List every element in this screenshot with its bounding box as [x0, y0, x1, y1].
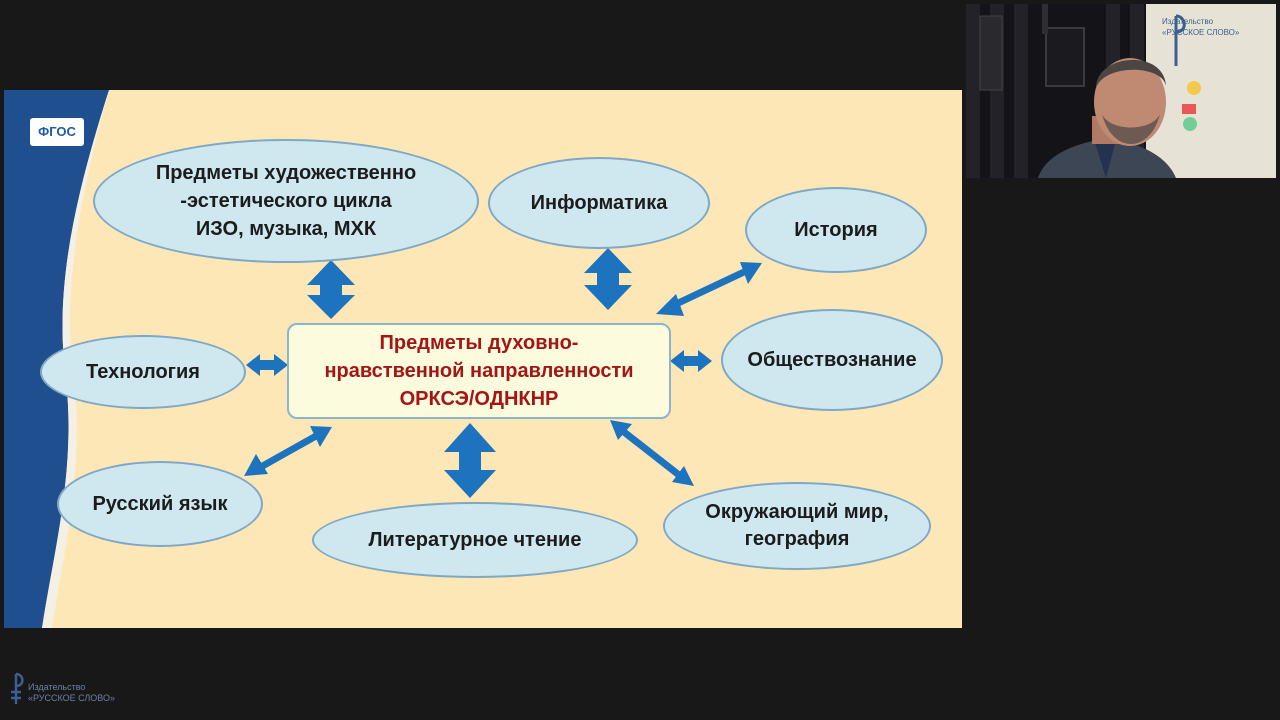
arrow-literature-center [444, 423, 496, 498]
presentation-slide: ФГОС [4, 90, 962, 628]
arrow-art-center [307, 260, 355, 319]
publisher-banner [1146, 4, 1276, 178]
fgos-badge: ФГОС [30, 118, 84, 146]
publisher-logo-icon [11, 672, 24, 704]
node-history: История [745, 187, 927, 273]
node-russian-language: Русский язык [57, 461, 263, 547]
publisher-banner-title: Издательство «РУССКОЕ СЛОВО» [1162, 17, 1240, 37]
speaker-box [979, 15, 1003, 91]
arrow-social-center [670, 350, 712, 372]
footer-publisher-name: Издательство «РУССКОЕ СЛОВО» [28, 682, 115, 703]
center-subject-box: Предметы духовно- нравственной направлен… [287, 323, 671, 419]
arrow-world-center [621, 429, 682, 478]
node-technology: Технология [40, 335, 246, 409]
arrow-history-center [672, 268, 746, 309]
node-world-geography: Окружающий мир, география [663, 482, 931, 570]
webcam-feed: Издательство «РУССКОЕ СЛОВО» [966, 4, 1276, 178]
node-literary-reading: Литературное чтение [312, 502, 638, 578]
arrow-russian-center [257, 432, 318, 472]
arrow-informatics-center [584, 248, 632, 310]
arrow-layer [244, 248, 762, 498]
node-art-subjects: Предметы художественно -эстетического ци… [93, 139, 479, 263]
node-social-studies: Обществознание [721, 309, 943, 411]
node-informatics: Информатика [488, 157, 710, 249]
presenter [1038, 58, 1176, 178]
studio-monitor [1045, 27, 1085, 87]
arrow-technology-center [246, 354, 288, 376]
